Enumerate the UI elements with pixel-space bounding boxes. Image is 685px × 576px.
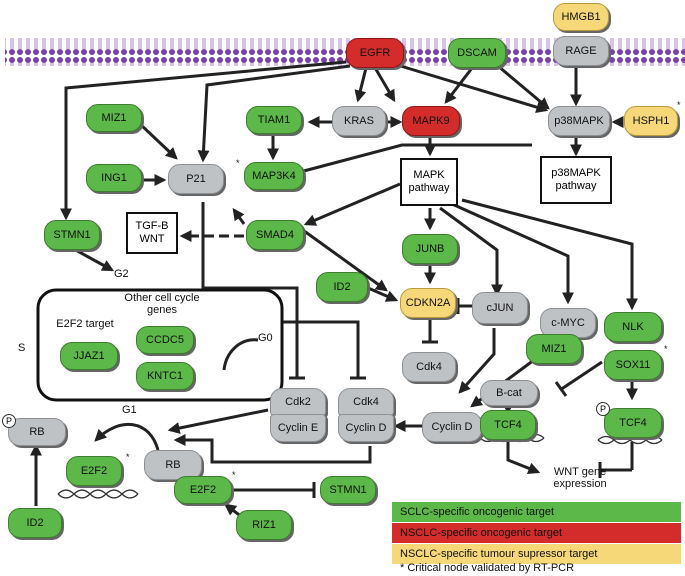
critical-star: * xyxy=(232,470,236,480)
node-stmn1-low: STMN1 xyxy=(320,476,376,504)
critical-star: * xyxy=(236,158,240,168)
node-tcf4-right: TCF4 xyxy=(604,408,662,438)
critical-star: * xyxy=(664,344,668,354)
legend-nsclc-oncogenic: NSCLC-specific oncogenic target xyxy=(392,523,681,543)
node-miz1-top: MIZ1 xyxy=(86,104,142,132)
node-rage: RAGE xyxy=(553,36,609,66)
node-stmn1-left: STMN1 xyxy=(44,220,100,250)
node-kras: KRAS xyxy=(332,106,386,136)
node-dscam: DSCAM xyxy=(448,38,506,68)
legend-nsclc-suppressor: NSCLC-specific tumour supressor target xyxy=(392,544,681,564)
node-smad4: SMAD4 xyxy=(246,220,304,250)
cell-cycle-box xyxy=(36,288,284,402)
phospho-marker: P xyxy=(596,402,610,416)
critical-star: * xyxy=(126,452,130,462)
legend-sclc: SCLC-specific oncogenic target xyxy=(392,502,681,522)
label-g1: G1 xyxy=(122,404,137,416)
node-kntc1: KNTC1 xyxy=(136,362,194,390)
node-ing1: ING1 xyxy=(86,164,142,192)
node-tcf4-mid: TCF4 xyxy=(480,410,536,440)
node-p21: P21 xyxy=(168,164,224,194)
critical-star: * xyxy=(677,100,681,110)
node-cdk4-low: Cdk4 xyxy=(338,388,394,416)
node-mapk9: MAPK9 xyxy=(402,106,460,136)
label-e2f2-target: E2F2 target xyxy=(56,318,114,330)
node-cdkn2a: CDKN2A xyxy=(400,288,456,318)
node-hmgb1: HMGB1 xyxy=(553,3,609,31)
node-bcat: B-cat xyxy=(480,380,538,406)
node-e2f2-mid: E2F2 xyxy=(174,476,232,504)
node-cjun: cJUN xyxy=(472,292,528,324)
legend-note: * Critical node validated by RT-PCR xyxy=(400,562,575,574)
box-mapk-pathway: MAPK pathway xyxy=(400,158,458,206)
node-id2-low: ID2 xyxy=(8,508,62,538)
node-jjaz1: JJAZ1 xyxy=(60,342,118,370)
label-g0: G0 xyxy=(258,332,273,344)
label-s: S xyxy=(18,342,26,354)
node-map3k4: MAP3K4 xyxy=(244,162,304,190)
node-cyclind-low: Cyclin D xyxy=(338,414,394,442)
node-egfr: EGFR xyxy=(346,38,404,68)
box-p38-pathway: p38MAPK pathway xyxy=(540,156,612,204)
node-p38mapk: p38MAPK xyxy=(548,106,610,136)
node-id2-mid: ID2 xyxy=(316,272,368,302)
node-sox11: SOX11 xyxy=(604,350,662,380)
box-tgfb-wnt: TGF-B WNT xyxy=(126,212,178,254)
node-riz1: RIZ1 xyxy=(236,510,292,540)
node-miz1-mid: MIZ1 xyxy=(526,334,582,364)
node-cdk2: Cdk2 xyxy=(270,388,326,416)
node-hsph1: HSPH1 xyxy=(624,106,678,136)
node-junb: JUNB xyxy=(402,234,458,264)
node-nlk: NLK xyxy=(604,312,662,342)
node-rb-mid: RB xyxy=(144,450,202,480)
node-ccdc5: CCDC5 xyxy=(136,326,194,354)
node-rb-left: RB xyxy=(8,418,66,446)
node-cyclind-right: Cyclin D xyxy=(422,412,482,442)
label-g2: G2 xyxy=(114,268,129,280)
label-wnt-expression: WNT gene expression xyxy=(553,466,607,490)
label-other-genes: Other cell cycle genes xyxy=(124,292,200,316)
phospho-marker: P xyxy=(2,414,16,428)
node-cdk4-mid: Cdk4 xyxy=(402,352,456,382)
node-tiam1: TIAM1 xyxy=(246,106,302,134)
node-cycline: Cyclin E xyxy=(270,414,326,442)
node-e2f2-left: E2F2 xyxy=(66,456,122,486)
